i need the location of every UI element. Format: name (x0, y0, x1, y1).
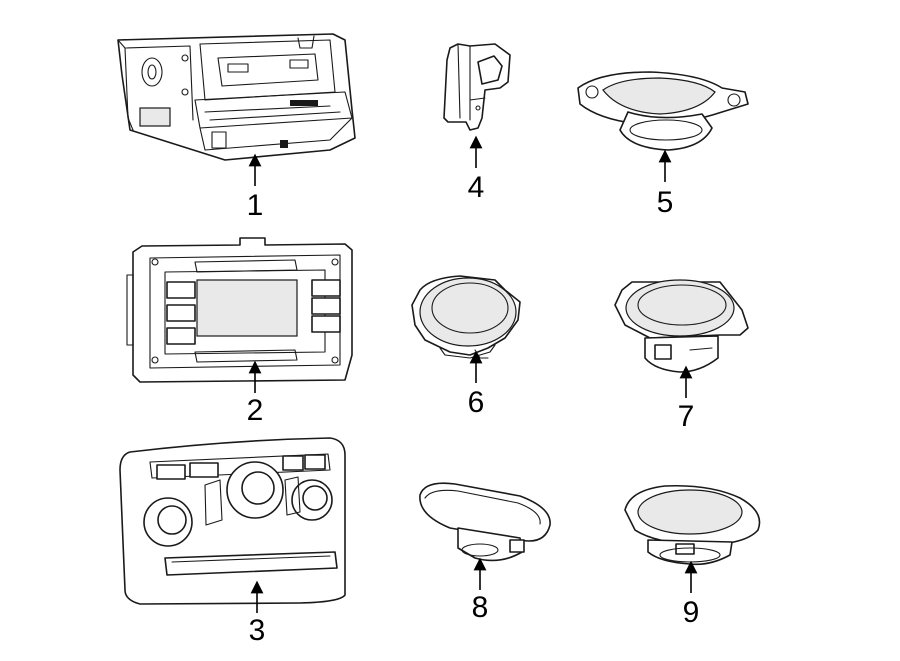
callout-8: 8 (472, 591, 489, 624)
callout-1: 1 (247, 189, 264, 222)
callout-9: 9 (683, 596, 700, 629)
callout-7: 7 (678, 400, 695, 433)
part-5-speaker-flange: 5 (577, 71, 749, 219)
callout-5: 5 (657, 186, 674, 219)
part-9-round-speaker: 9 (624, 484, 761, 629)
part-8-oval-speaker: 8 (419, 482, 551, 624)
part-1-radio-chassis: 1 (117, 33, 356, 222)
callout-3: 3 (249, 614, 266, 647)
callout-4: 4 (468, 171, 485, 204)
callout-6: 6 (468, 386, 485, 419)
part-6-speaker: 6 (411, 275, 521, 419)
part-3-climate-control-panel: 3 (119, 437, 346, 647)
callout-2: 2 (247, 394, 264, 427)
part-4-bracket: 4 (443, 43, 511, 204)
part-2-display-module: 2 (126, 237, 353, 427)
part-7-speaker-magnet: 7 (614, 279, 749, 433)
